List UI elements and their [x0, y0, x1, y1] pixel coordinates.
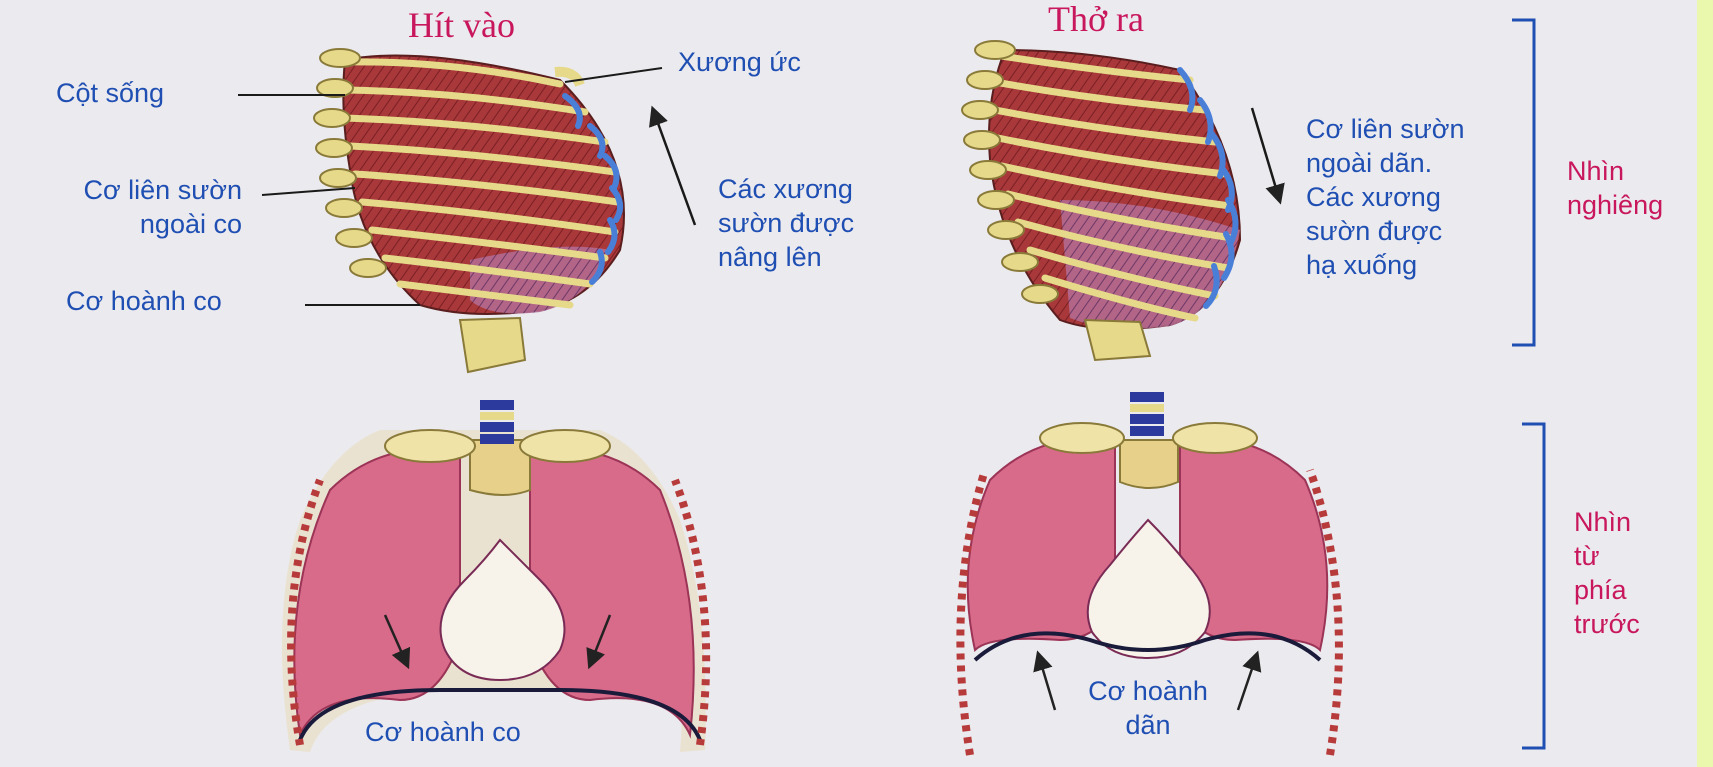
clavicle-right-inhale [520, 430, 610, 462]
clavicle-left-exhale [1040, 423, 1124, 453]
bracket-front-view [1522, 424, 1544, 748]
label-co-hoanh-dan-line-2: dãn [1058, 708, 1238, 742]
trachea-exhale [1120, 440, 1178, 488]
label-dan-line-5: hạ xuống [1306, 248, 1465, 282]
spine-top-exhale [1130, 392, 1164, 436]
label-cac-xuong-nang-len: Các xương sườn được nâng lên [718, 172, 854, 274]
right-edge-strip [1697, 0, 1713, 767]
arrow-up-left-exhale [1040, 660, 1055, 710]
title-exhale: Thở ra [1048, 0, 1144, 40]
label-dan-line-3: Các xương [1306, 180, 1465, 214]
side-truoc-line-2: từ [1574, 539, 1640, 573]
label-co-lien-suon-ngoai-co: Cơ liên sườn ngoài co [14, 173, 242, 241]
arrow-ribs-up [655, 115, 695, 225]
title-inhale: Hít vào [408, 4, 515, 46]
label-co-hoanh-dan-line-1: Cơ hoành [1058, 674, 1238, 708]
label-co-hoanh-co-side: Cơ hoành co [66, 284, 222, 318]
label-cot-song: Cột sống [56, 76, 164, 110]
label-co-lien-suon-line-1: Cơ liên sườn [14, 173, 242, 207]
label-nang-len-line-2: sườn được [718, 206, 854, 240]
side-truoc-line-1: Nhìn [1574, 505, 1640, 539]
clavicle-right-exhale [1173, 423, 1257, 453]
label-co-lien-suon-dan: Cơ liên sườn ngoài dãn. Các xương sườn đ… [1306, 112, 1465, 282]
label-co-lien-suon-line-2: ngoài co [14, 207, 242, 241]
thorax-inhale-front [282, 400, 706, 752]
label-dan-line-4: sườn được [1306, 214, 1465, 248]
arrow-ribs-down [1252, 108, 1278, 195]
side-nghieng-line-2: nghiêng [1567, 188, 1663, 222]
pointer-co-lien-suon [262, 188, 355, 195]
label-nang-len-line-1: Các xương [718, 172, 854, 206]
label-nang-len-line-3: nâng lên [718, 240, 854, 274]
ribcage-exhale-side [962, 41, 1240, 360]
label-co-hoanh-dan: Cơ hoành dãn [1058, 674, 1238, 742]
spine-top-inhale [480, 400, 514, 444]
label-xuong-uc: Xương ức [678, 45, 801, 79]
side-label-nhin-tu-phia-truoc: Nhìn từ phía trước [1574, 505, 1640, 641]
label-dan-line-1: Cơ liên sườn [1306, 112, 1465, 146]
side-truoc-line-3: phía [1574, 573, 1640, 607]
label-dan-line-2: ngoài dãn. [1306, 146, 1465, 180]
side-label-nhin-nghieng: Nhìn nghiêng [1567, 154, 1663, 222]
side-nghieng-line-1: Nhìn [1567, 154, 1663, 188]
bracket-side-view [1512, 20, 1534, 345]
side-truoc-line-4: trước [1574, 607, 1640, 641]
ribcage-inhale-side [314, 49, 624, 372]
clavicle-left-inhale [385, 430, 475, 462]
arrow-up-right-exhale [1238, 660, 1255, 710]
label-co-hoanh-co-bottom: Cơ hoành co [365, 715, 521, 749]
